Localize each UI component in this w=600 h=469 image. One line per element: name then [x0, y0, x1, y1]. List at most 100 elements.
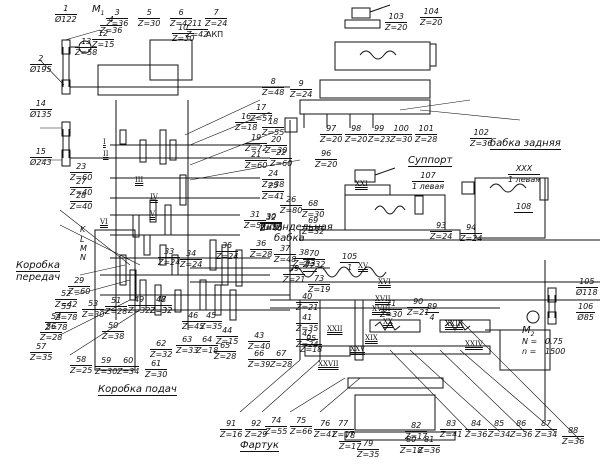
- shaft-numeral: XXIII: [445, 320, 464, 328]
- part-spec: Z=48: [274, 255, 297, 264]
- part-number: 88: [562, 427, 585, 437]
- part-spec: Ø135: [30, 110, 52, 119]
- part-number: 63: [176, 336, 199, 346]
- shaft-numeral: XV: [358, 262, 369, 270]
- part-spec: Z=35: [296, 324, 319, 333]
- part-spec: Z=42: [186, 30, 209, 39]
- shaft-numeral: XXVII: [318, 360, 339, 368]
- part-spec: Z=32: [150, 350, 173, 359]
- part-number: 19: [245, 134, 268, 144]
- part-number: 71: [380, 300, 403, 310]
- part-number: 66: [248, 350, 271, 360]
- shaft-numeral: V: [150, 210, 156, 218]
- part-number: 61: [145, 360, 168, 370]
- part-number: 76: [314, 420, 337, 430]
- part-spec: Z=55: [262, 128, 285, 137]
- part-number: 91: [220, 420, 243, 430]
- part-number: 84: [465, 420, 488, 430]
- part-spec: Z=32: [302, 227, 325, 236]
- part-spec: Z=28: [415, 135, 438, 144]
- part-spec: Z=60: [68, 287, 91, 296]
- part-number: 64: [196, 336, 219, 346]
- carriage: [299, 167, 600, 241]
- part-number: 83: [440, 420, 463, 430]
- part-spec: Z=72: [245, 144, 268, 153]
- part-number: 81: [418, 436, 441, 446]
- lever-letter: K: [80, 225, 86, 234]
- part-number: 22: [270, 149, 293, 159]
- part-spec: Z=30: [265, 146, 288, 155]
- part-number: 43: [248, 332, 271, 342]
- part-number: 97: [320, 125, 343, 135]
- part-spec: Z=40: [260, 224, 283, 233]
- part-spec: Z=30: [390, 135, 413, 144]
- part-number: 72: [303, 261, 318, 272]
- shaft-numeral: XVII: [375, 295, 391, 303]
- part-spec: Z=48: [262, 88, 285, 97]
- part-number: 30: [260, 213, 283, 223]
- part-spec: Z=80: [280, 206, 303, 215]
- shaft-numeral: XXV: [350, 345, 366, 353]
- part-number: 37: [274, 245, 297, 255]
- part-spec: Z=17: [332, 430, 355, 439]
- part-number: 17: [250, 104, 273, 114]
- part-number: 79: [357, 440, 380, 450]
- part-spec: Ø85: [577, 313, 594, 322]
- part-number: 60: [117, 357, 140, 367]
- part-spec: Z=36: [418, 446, 441, 455]
- part-label: 72: [303, 261, 318, 272]
- part-spec: Z=29: [245, 430, 268, 439]
- part-number: 2: [30, 55, 52, 65]
- part-spec: Z=34: [535, 430, 558, 439]
- part-spec: Z=42: [170, 19, 193, 28]
- part-spec: Z=42: [55, 300, 78, 309]
- part-number: 75: [290, 417, 313, 427]
- part-spec: Z=23: [368, 135, 391, 144]
- part-number: 67: [270, 350, 293, 360]
- headstock-caption-line2: бабка: [274, 233, 305, 244]
- part-number: 1: [55, 5, 77, 15]
- part-number: 89: [425, 302, 440, 313]
- part-number: 102: [470, 129, 493, 139]
- part-number: 98: [345, 125, 368, 135]
- part-spec: Z=38: [102, 332, 125, 341]
- part-number: 41: [296, 314, 319, 324]
